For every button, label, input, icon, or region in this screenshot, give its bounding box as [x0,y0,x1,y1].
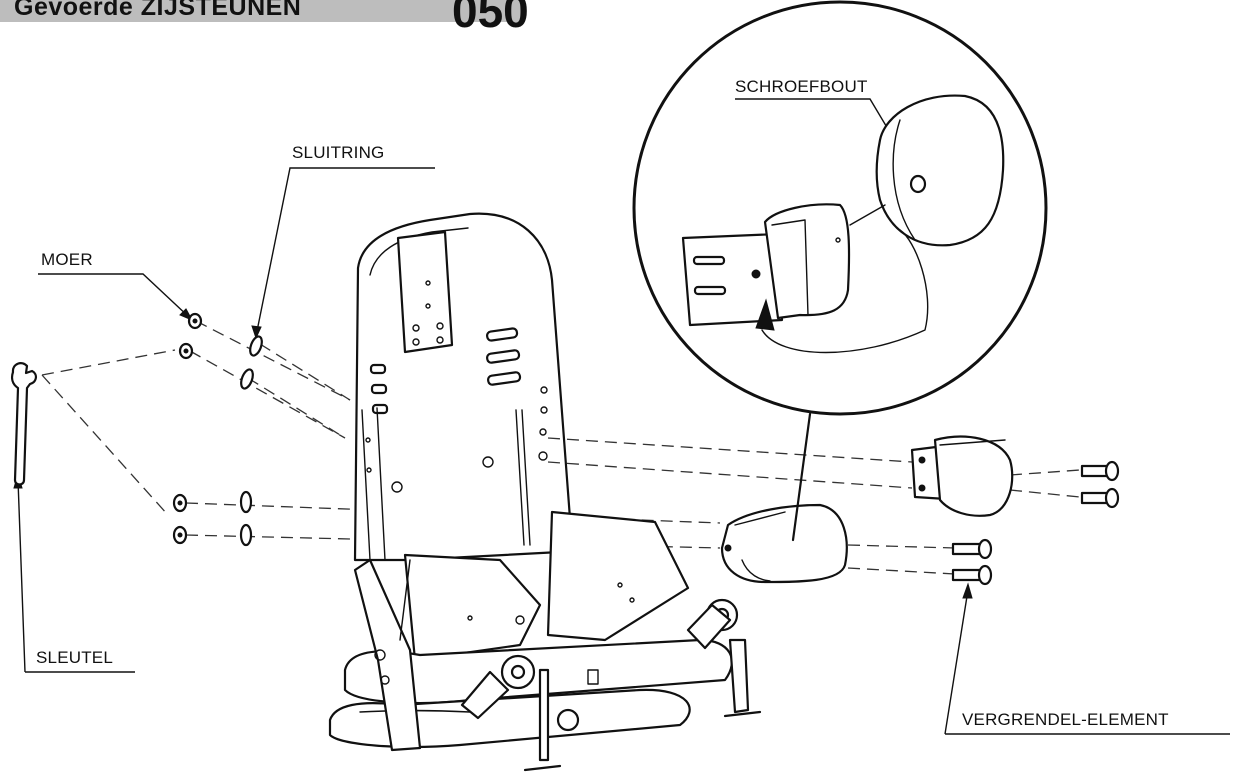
label-schroefbout: SCHROEFBOUT [735,77,868,96]
label-sluitring: SLUITRING [292,143,385,162]
detail-magnifier [632,0,1048,542]
wrench-icon [10,362,37,486]
header-band [0,0,525,22]
padded-side-support [720,503,848,584]
nuts-group [172,312,203,545]
locking-bolts [951,460,1120,586]
label-sleutel: SLEUTEL [36,648,113,667]
dashed-guides-right [547,437,1081,575]
washers-group [239,335,263,547]
label-vergrendel-element: VERGRENDEL-ELEMENT [962,710,1169,729]
seat-back [353,212,574,562]
page-code: 050 [452,0,529,37]
seat-frame [328,510,762,772]
label-moer: MOER [41,250,93,269]
label-leaders [13,98,1230,735]
page-title: Gevoerde ZIJSTEUNEN [14,0,302,21]
mounted-support [910,435,1014,517]
